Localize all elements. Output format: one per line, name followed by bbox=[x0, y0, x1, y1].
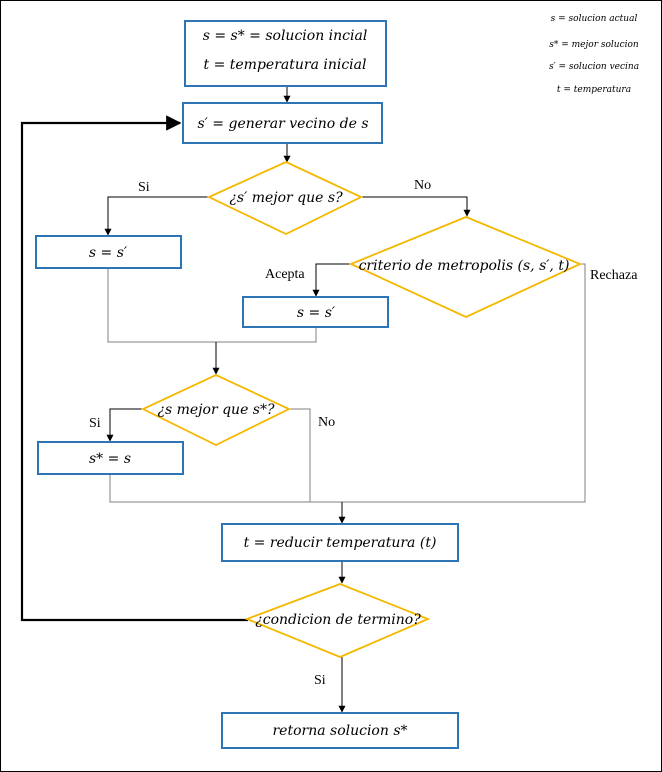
neighbor-text: s′ = generar vecino de s bbox=[197, 116, 368, 132]
label-metro-accept: Acepta bbox=[265, 267, 305, 282]
edge-merge-top bbox=[107, 268, 317, 343]
metropolis-text: criterio de metropolis (s, s′, t) bbox=[359, 258, 570, 274]
box-reduce-temp bbox=[221, 523, 459, 562]
init-line1: s = s* = solucion incial bbox=[203, 28, 368, 44]
legend-item-current: s = solucion actual bbox=[551, 14, 638, 24]
legend-item-neighbor: s′ = solucion vecina bbox=[549, 62, 639, 72]
return-text: retorna solucion s* bbox=[272, 723, 407, 739]
edge-best-yes bbox=[106, 408, 143, 442]
box-assign-best bbox=[37, 441, 184, 475]
legend: s = solucion actual s* = mejor solucion … bbox=[549, 14, 639, 95]
edge-best-no bbox=[289, 408, 311, 502]
connectors bbox=[20, 86, 586, 713]
box-return bbox=[221, 712, 459, 749]
label-best-yes: Si bbox=[89, 416, 101, 431]
legend-item-best: s* = mejor solucion bbox=[549, 40, 639, 50]
edge-metro-reject bbox=[342, 263, 586, 503]
box-init bbox=[184, 20, 387, 87]
box-neighbor bbox=[182, 102, 383, 144]
decision-better-text: ¿s′ mejor que s? bbox=[229, 190, 343, 206]
init-line2: t = temperatura inicial bbox=[204, 57, 367, 73]
decision-best-text: ¿s mejor que s*? bbox=[157, 402, 275, 418]
label-better-yes: Si bbox=[138, 180, 150, 195]
diamond-termination bbox=[244, 583, 431, 658]
label-metro-reject: Rechaza bbox=[590, 268, 638, 283]
assign-yes-text: s = s′ bbox=[89, 245, 128, 261]
edge-metro-accept bbox=[312, 263, 353, 297]
legend-item-temp: t = temperatura bbox=[557, 85, 631, 95]
edge-better-yes bbox=[104, 196, 209, 236]
diamond-best bbox=[140, 374, 292, 447]
edge-better-no bbox=[361, 196, 471, 217]
termination-text: ¿condicion de termino? bbox=[255, 612, 421, 628]
box-assign-yes bbox=[35, 235, 182, 269]
edge-best-merge bbox=[109, 474, 342, 503]
reduce-temp-text: t = reducir temperatura (t) bbox=[244, 535, 437, 551]
label-best-no: No bbox=[318, 415, 335, 430]
assign-accept-text: s = s′ bbox=[297, 305, 336, 321]
assign-best-text: s* = s bbox=[89, 451, 131, 467]
diamond-better bbox=[206, 161, 364, 236]
label-term-yes: Si bbox=[314, 673, 326, 688]
diamond-metropolis bbox=[348, 216, 583, 318]
label-better-no: No bbox=[414, 178, 431, 193]
box-assign-accept bbox=[242, 296, 389, 328]
edge-loop-back bbox=[20, 115, 248, 622]
